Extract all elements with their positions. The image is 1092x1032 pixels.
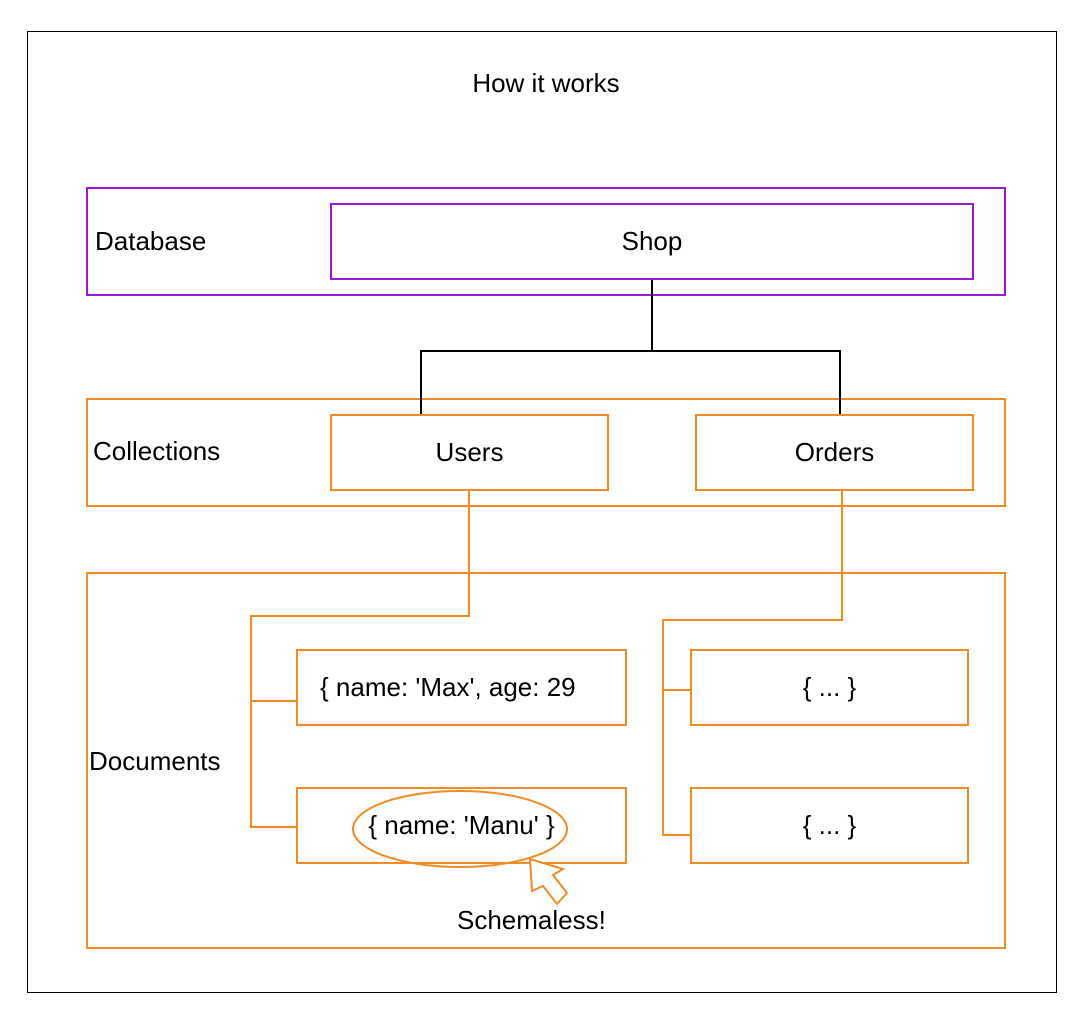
collections-band [86,398,1006,507]
order-document-2[interactable]: { ... } [690,787,969,864]
database-band [86,187,1006,296]
documents-label: Documents [89,746,221,776]
schemaless-arrow-icon [528,857,569,906]
orders-collection-node[interactable]: Orders [695,414,974,491]
schemaless-highlight-ellipse [352,790,568,868]
users-collection-node[interactable]: Users [330,414,609,491]
shop-node[interactable]: Shop [330,203,974,280]
diagram-frame [27,31,1057,993]
users-to-documents-connector [250,491,470,828]
user-document-max[interactable]: { name: 'Max', age: 29 [296,649,627,726]
schemaless-callout: Schemaless! [457,905,606,935]
orders-to-documents-connector [662,491,843,836]
collections-label: Collections [93,436,221,466]
documents-band [86,572,1006,949]
diagram-title: How it works [472,68,620,98]
shop-to-collections-connector [420,280,841,414]
user-document-manu[interactable]: { name: 'Manu' } [296,787,627,864]
database-label: Database [95,226,207,256]
order-document-1[interactable]: { ... } [690,649,969,726]
